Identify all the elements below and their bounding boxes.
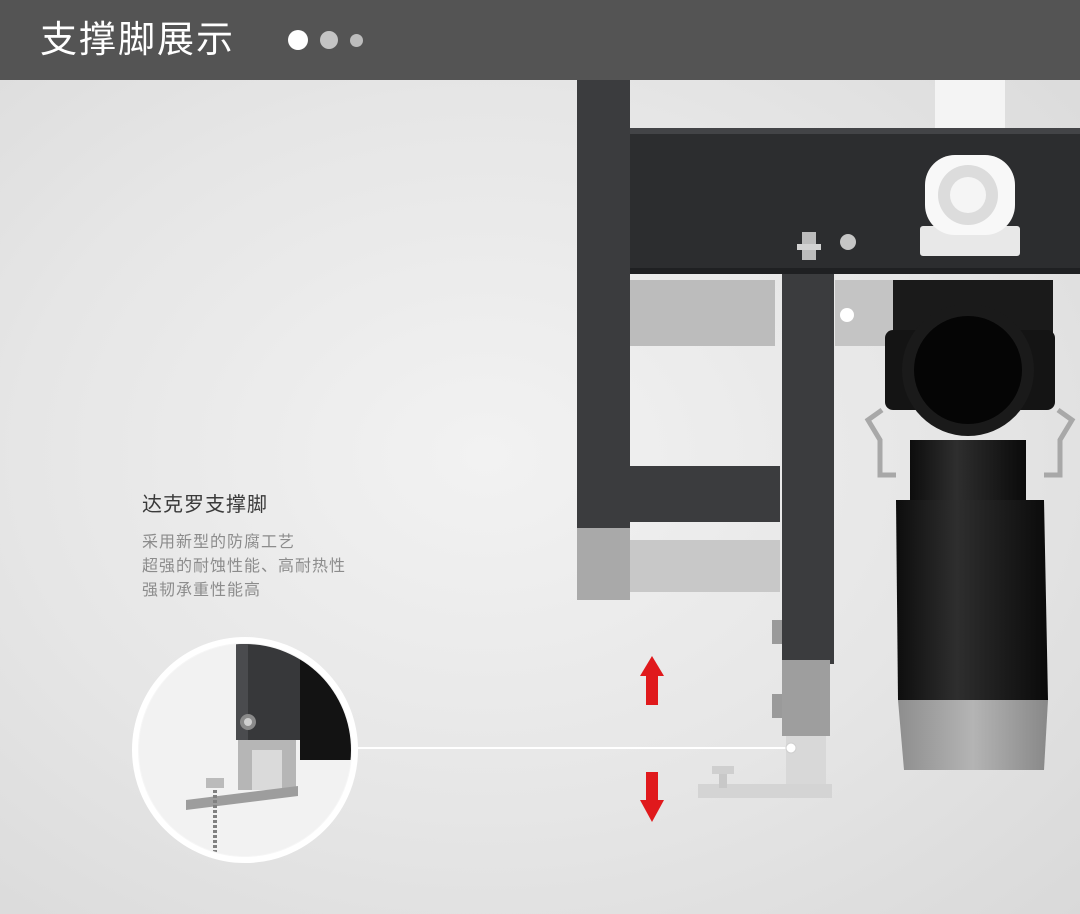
feature-line: 超强的耐蚀性能、高耐热性 [142, 556, 347, 575]
page-title: 支撑脚展示 [40, 18, 235, 61]
down-arrow-icon [640, 772, 664, 822]
frame-post-left-foot [577, 528, 630, 600]
up-arrow-icon [640, 656, 664, 705]
feature-description: 采用新型的防腐工艺 超强的耐蚀性能、高耐热性 强韧承重性能高 [142, 530, 346, 602]
foot-plate [698, 784, 832, 798]
background-frame-bar [630, 540, 780, 592]
bolt-icon [797, 232, 821, 260]
pagination-dot[interactable] [320, 31, 338, 49]
feature-title: 达克罗支撑脚 [142, 492, 268, 516]
foot-detail-magnifier [132, 637, 358, 863]
frame-post-right [782, 274, 834, 664]
header-bar: 支撑脚展示 [0, 0, 1080, 80]
foot-slider [782, 660, 830, 736]
frame-crossbar [630, 466, 780, 522]
drain-bracket [864, 407, 1076, 478]
frame-post-left [577, 80, 630, 528]
pagination-dot[interactable] [350, 33, 363, 47]
background-frame-bar [630, 280, 775, 346]
top-pipe [935, 80, 1005, 130]
product-illustration [132, 80, 1080, 863]
feature-line: 强韧承重性能高 [142, 580, 262, 599]
pagination-dots [288, 30, 363, 50]
drain-pipe [885, 280, 1055, 770]
pipe-clamp [920, 155, 1020, 256]
screw-icon [712, 766, 734, 788]
feature-line: 采用新型的防腐工艺 [142, 532, 296, 551]
pagination-dot-active[interactable] [288, 30, 308, 50]
